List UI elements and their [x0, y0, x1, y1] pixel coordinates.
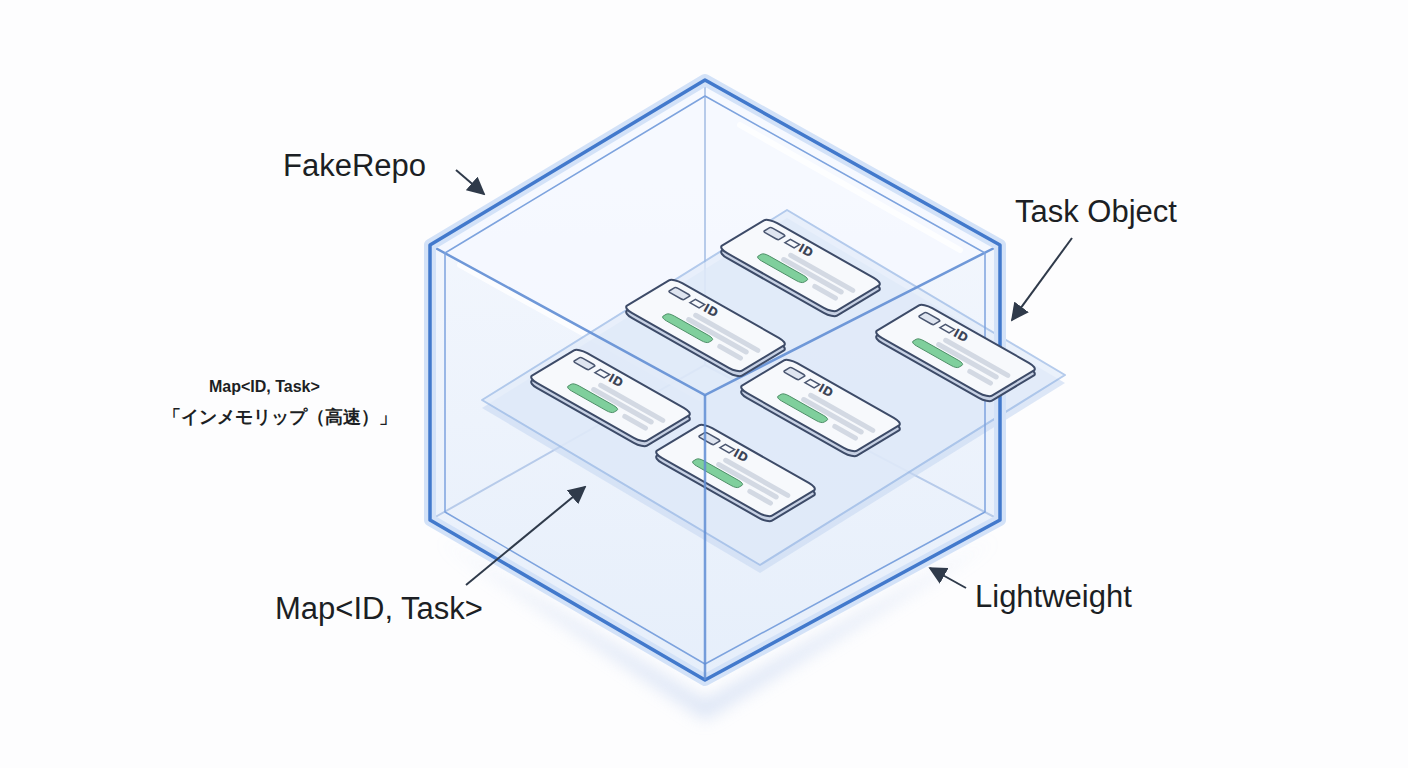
task-card-shape [615, 270, 795, 380]
status-pill [776, 393, 830, 424]
task-card-shape [645, 415, 825, 525]
leader-arrow [456, 170, 484, 194]
task-card: ID [730, 350, 910, 460]
text-line [750, 491, 771, 503]
text-line [970, 371, 991, 383]
task-card-shape [710, 210, 890, 320]
status-pill [566, 383, 620, 414]
task-card-shape [730, 350, 910, 460]
text-line [815, 286, 836, 298]
task-card: ID [710, 210, 890, 320]
callout-label: Map<ID, Task> [209, 378, 320, 396]
leader-arrow [466, 487, 585, 585]
list-icon [690, 299, 705, 308]
checkbox-icon [698, 432, 720, 445]
list-icon [805, 379, 820, 388]
list-icon [940, 324, 955, 333]
text-line [835, 426, 856, 438]
cube-glow [430, 80, 1000, 680]
task-card: ID [645, 415, 825, 525]
card-face [738, 358, 903, 453]
text-line [625, 416, 646, 428]
leader-arrow [1012, 238, 1072, 320]
list-icon [785, 239, 800, 248]
callout-label: 「インメモリップ（高速）」 [163, 405, 397, 429]
callout-label: FakeRepo [283, 148, 426, 184]
task-card: ID [615, 270, 795, 380]
map-shelf [482, 210, 1065, 565]
checkbox-icon [763, 227, 785, 240]
task-card-shape [520, 340, 700, 450]
checkbox-icon [573, 357, 595, 370]
task-card-shape [865, 295, 1045, 405]
task-card: ID [865, 295, 1045, 405]
card-face [623, 278, 788, 373]
cube-front-edge [704, 395, 707, 680]
card-face [718, 218, 883, 313]
callout-label: Task Object [1015, 194, 1177, 230]
checkbox-icon [783, 367, 805, 380]
callout-label: Lightweight [975, 579, 1132, 615]
status-pill [911, 338, 965, 369]
card-face [528, 348, 693, 443]
task-card: ID [520, 340, 700, 450]
card-face [873, 303, 1038, 398]
cube-outline [430, 80, 1000, 680]
text-line [720, 346, 741, 358]
status-pill [756, 253, 810, 284]
status-pill [691, 458, 745, 489]
cube-inner-outline [445, 96, 985, 664]
card-face [653, 423, 818, 518]
shelf-edge [482, 218, 1065, 573]
callout-label: Map<ID, Task> [275, 591, 483, 627]
leader-arrow [930, 568, 966, 588]
checkbox-icon [668, 287, 690, 300]
checkbox-icon [918, 312, 940, 325]
list-icon [720, 444, 735, 453]
list-icon [595, 369, 610, 378]
status-pill [661, 313, 715, 344]
